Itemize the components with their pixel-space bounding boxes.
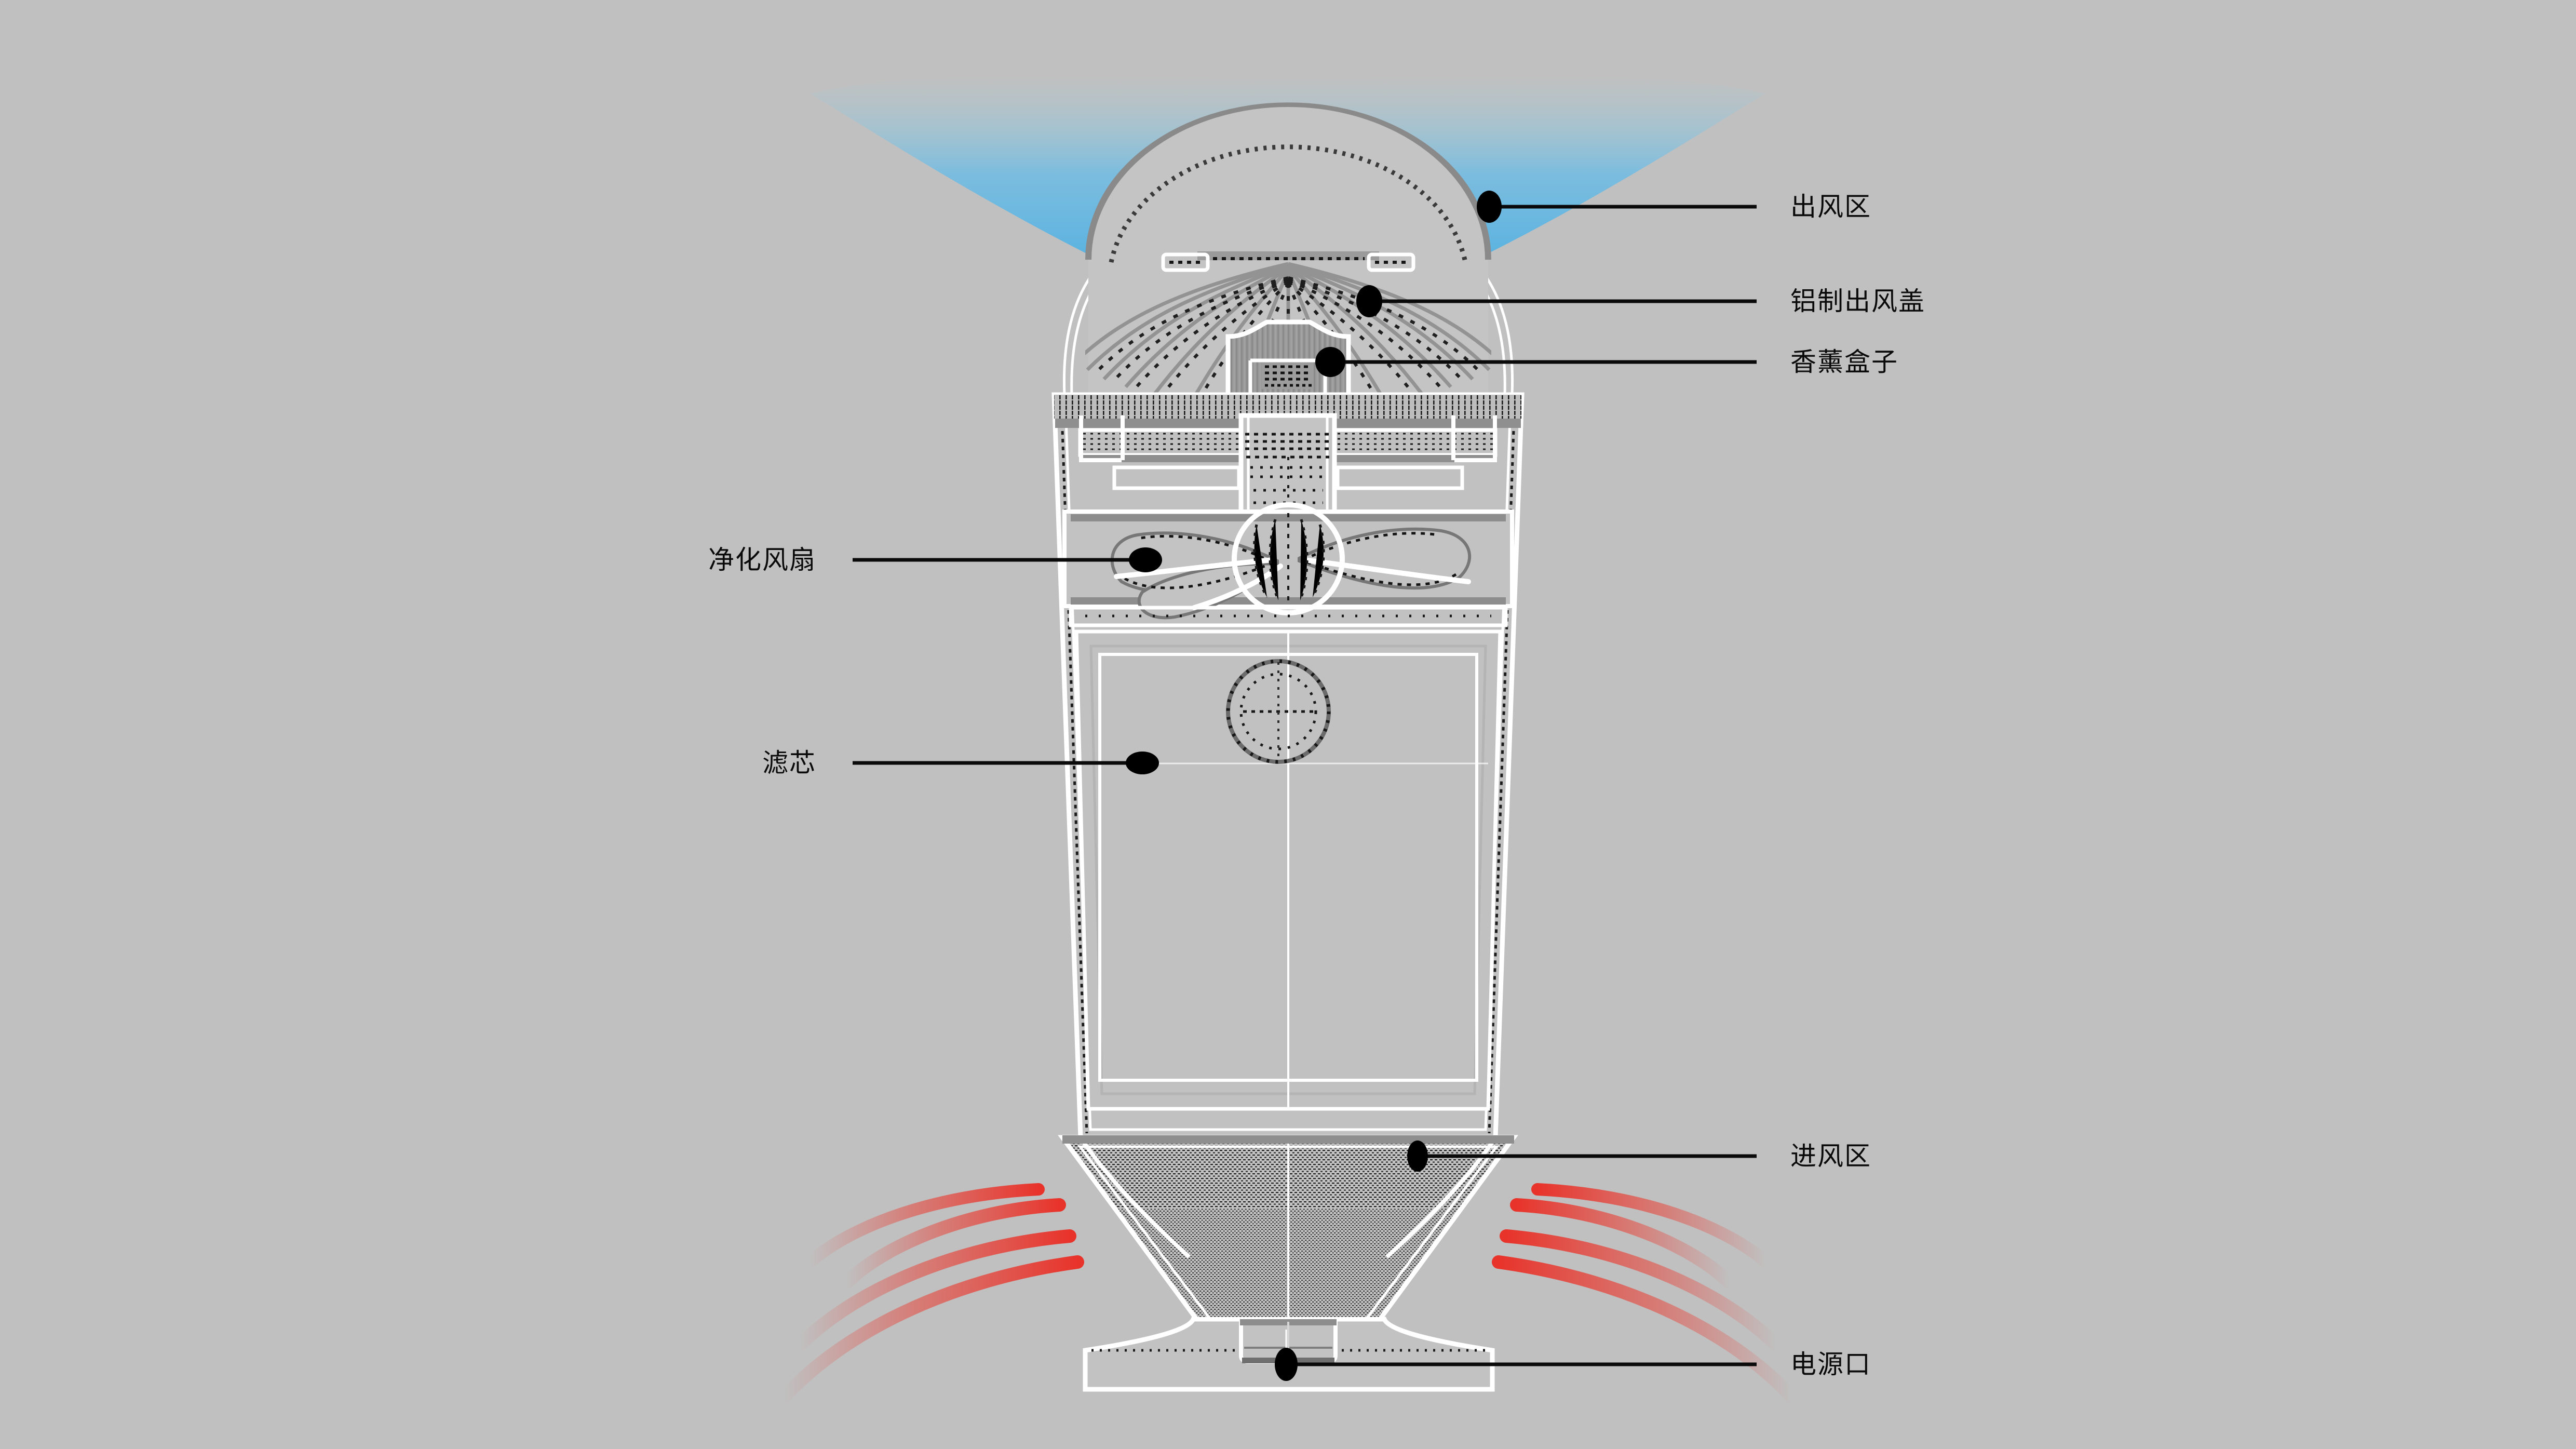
callout-label-aluminum-outlet-cover: 铝制出风盖 [1790,287,1925,316]
callout-label-air-outlet-zone: 出风区 [1790,192,1871,221]
callout-label-aroma-box: 香薰盒子 [1790,347,1898,377]
purifying-fan [1062,502,1514,627]
main-body [1051,392,1525,1140]
air-intake-flow [777,1183,1799,1404]
callout-line-aluminum-outlet-cover [1356,285,1757,317]
filter-core [1074,629,1502,1111]
callout-label-purifying-fan: 净化风扇 [708,545,816,574]
callout-line-air-intake-zone [1407,1141,1757,1172]
filter-handle-icon [1226,659,1331,764]
callout-line-purifying-fan [853,547,1162,572]
callout-leaders [853,191,1757,1381]
callout-label-power-port: 电源口 [1790,1350,1871,1379]
callout-label-air-intake-zone: 进风区 [1790,1142,1871,1171]
aroma-box [1225,319,1351,418]
callout-line-filter-core [853,752,1159,774]
callout-label-filter-core: 滤芯 [762,748,816,777]
callout-line-air-outlet-zone [1477,191,1757,223]
callout-line-aroma-box [1315,347,1757,377]
callout-line-power-port [1275,1348,1757,1381]
